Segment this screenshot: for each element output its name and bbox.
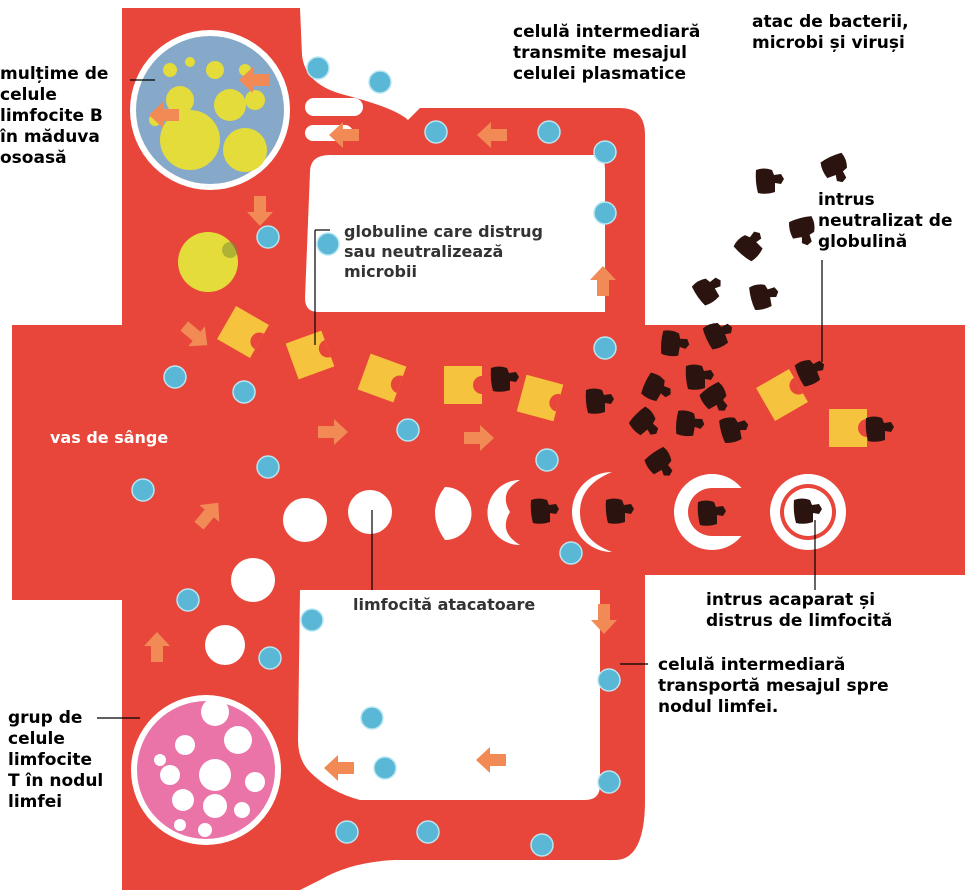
messenger-bottom-label: celulă intermediară transportă mesajul s… — [658, 655, 889, 718]
plasma-cell — [178, 232, 238, 292]
t-cells-label: grup de celule limfocite T în nodul limf… — [8, 708, 103, 813]
bone-marrow-b-cells — [130, 30, 290, 190]
b-cells-label: mulțime de celule limfocite B în măduva … — [0, 64, 108, 169]
globulins-label: globuline care distrug sau neutralizează… — [344, 222, 543, 282]
attacking-lymphocyte-label: limfocită atacatoare — [353, 595, 535, 615]
lymph-node-t-cells — [131, 695, 281, 845]
messenger-top-label: celulă intermediară transmite mesajul ce… — [513, 22, 700, 85]
intruder-neutralized-label: intrus neutralizat de globulină — [818, 190, 952, 253]
attack-label: atac de bacterii, microbi și viruși — [752, 12, 909, 54]
upper-duct-1 — [305, 98, 363, 116]
blood-vessel-label: vas de sânge — [50, 428, 168, 448]
intruder-destroyed-label: intrus acaparat și distrus de limfocită — [706, 590, 892, 632]
